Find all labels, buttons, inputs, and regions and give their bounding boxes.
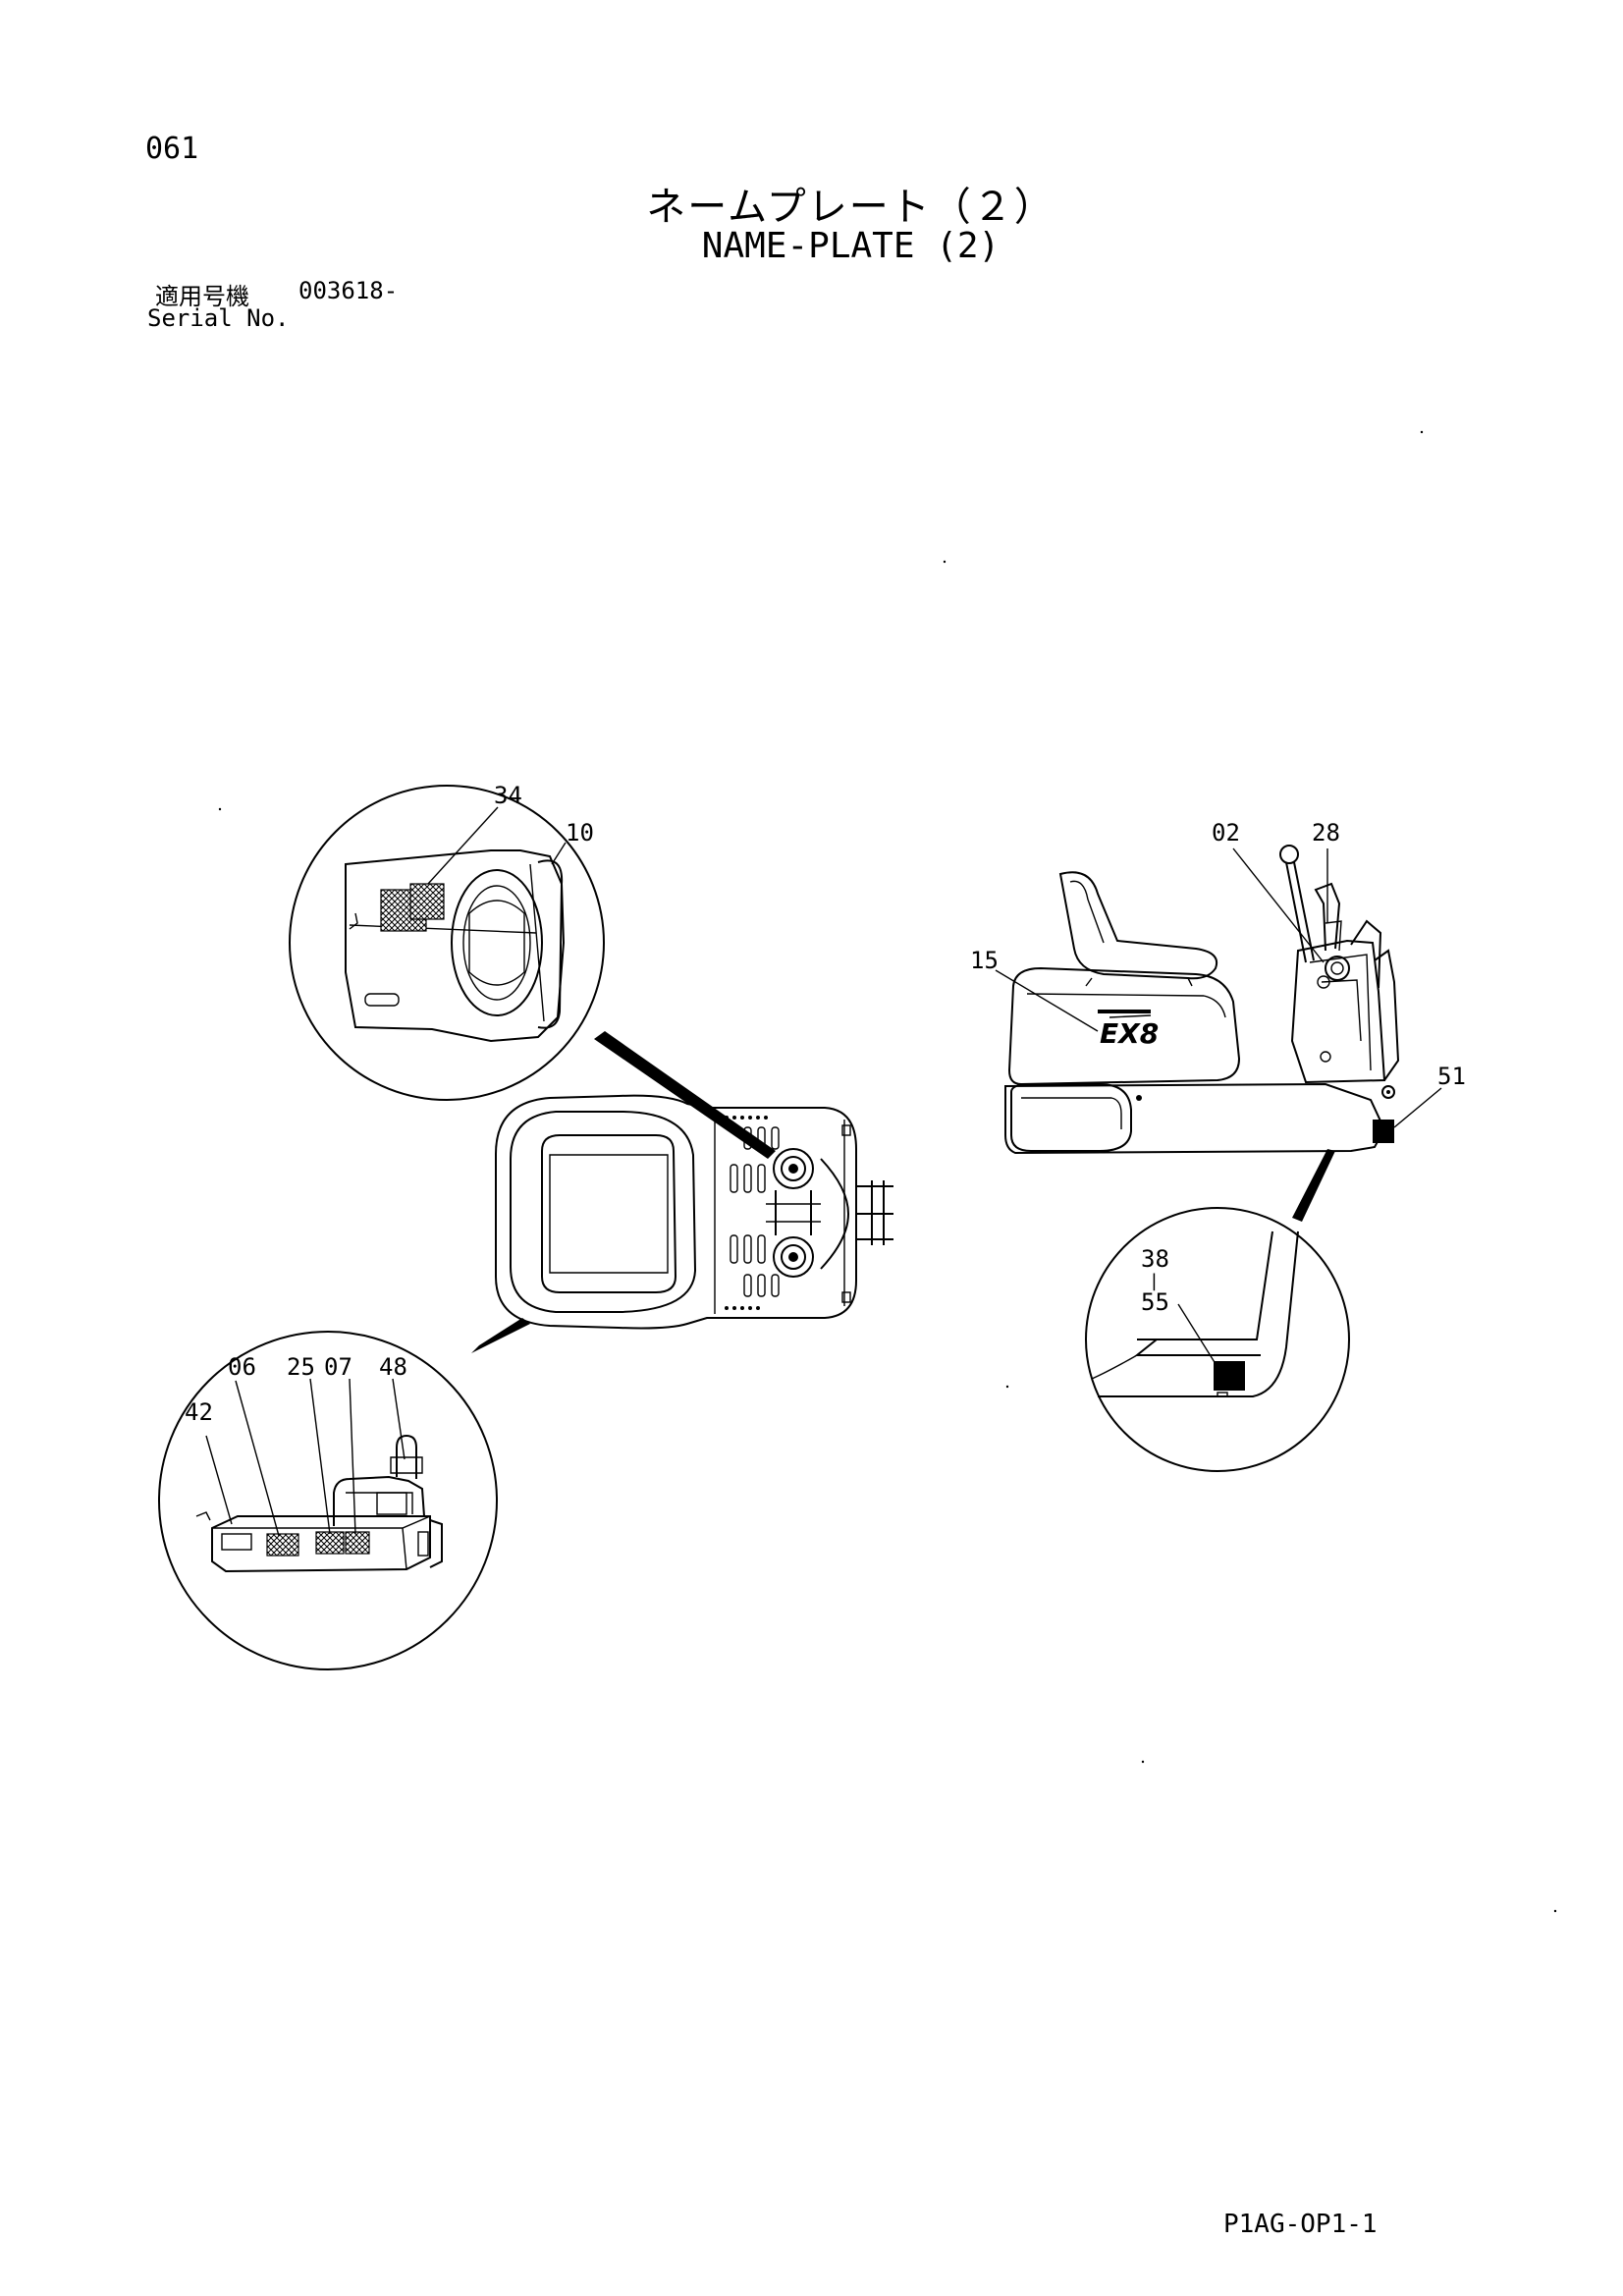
detail-pointer-bottom [471, 1318, 530, 1353]
logo-text: EX8 [1100, 1017, 1159, 1050]
drawing-code: P1AG-OP1-1 [1223, 2210, 1378, 2239]
callout-28: 28 [1312, 819, 1340, 847]
name-plate-55 [1214, 1361, 1245, 1391]
callout-15: 15 [970, 947, 999, 974]
machine-top-view [495, 1094, 893, 1330]
callout-48: 48 [379, 1353, 407, 1381]
title-english: NAME-PLATE (2) [701, 226, 1001, 266]
name-plate-25 [315, 1531, 345, 1555]
detail-pointer-right [1292, 1149, 1335, 1222]
title-japanese: ネームプレート（２） [646, 185, 1055, 230]
serial-label-japanese: 適用号機 [155, 283, 249, 310]
callout-separator: | [1149, 1271, 1160, 1291]
serial-value: 003618- [298, 277, 399, 304]
name-plate-07 [345, 1531, 370, 1555]
callout-42: 42 [185, 1398, 213, 1426]
machine-side-view: EX8 02 28 15 51 [970, 819, 1466, 1155]
serial-label-english: Serial No. [147, 304, 290, 332]
callout-55: 55 [1141, 1288, 1169, 1316]
right-detail-circle: 38 | 55 [1085, 1207, 1350, 1472]
name-plate-51 [1373, 1120, 1394, 1143]
bottom-detail-circle: 06 25 07 48 42 [158, 1331, 498, 1670]
callout-25: 25 [287, 1353, 315, 1381]
callout-07: 07 [324, 1353, 352, 1381]
page-number: 061 [145, 132, 199, 166]
name-plate-06 [266, 1533, 299, 1557]
callout-10: 10 [566, 819, 594, 847]
joystick-left [773, 1148, 814, 1189]
callout-38: 38 [1141, 1245, 1169, 1273]
callout-02: 02 [1212, 819, 1240, 847]
scan-specks [218, 430, 1557, 1913]
callout-06: 06 [228, 1353, 256, 1381]
callout-51: 51 [1437, 1063, 1466, 1090]
name-plate-10 [409, 883, 445, 920]
joystick-right [773, 1236, 814, 1278]
detail-pointer-top [594, 1031, 776, 1159]
callout-34: 34 [494, 782, 522, 809]
top-detail-circle: 34 10 [289, 782, 605, 1101]
